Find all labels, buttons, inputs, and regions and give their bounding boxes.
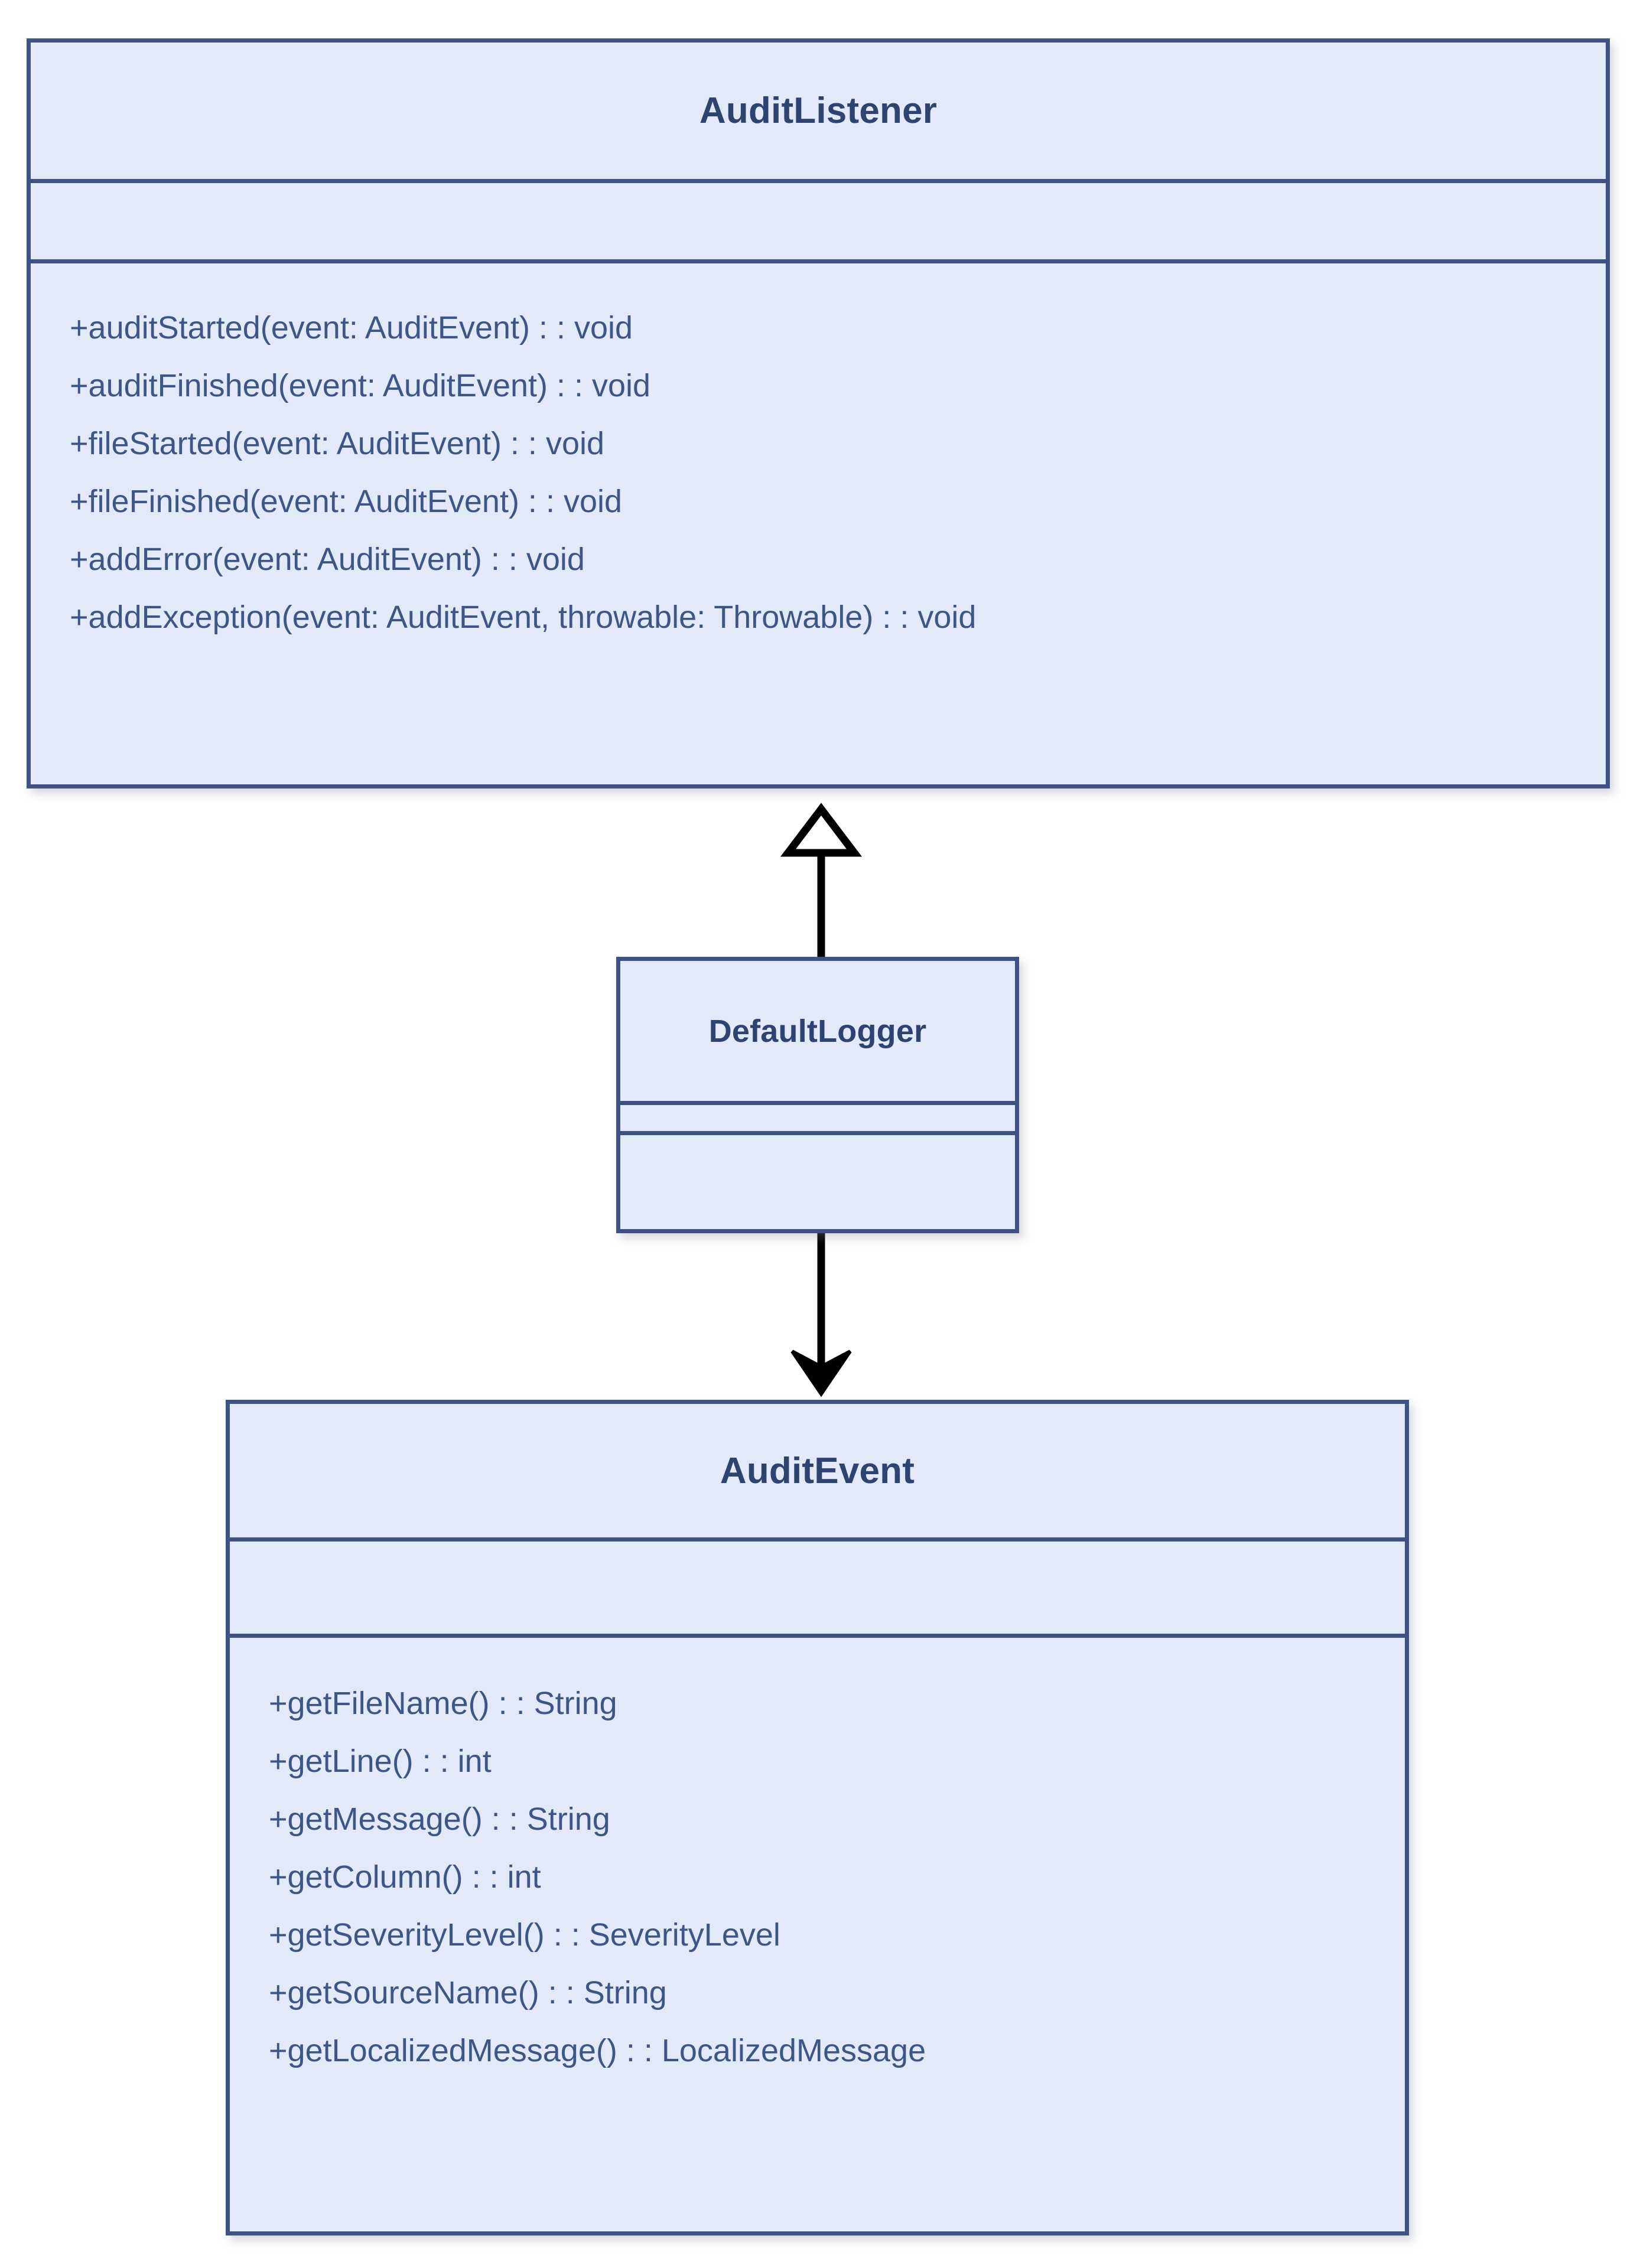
association-arrow-logger-to-event bbox=[790, 1233, 852, 1397]
method-row: +getFileName() : : String bbox=[269, 1686, 617, 1721]
generalization-arrow-logger-to-listener bbox=[780, 803, 863, 957]
method-row: +auditStarted(event: AuditEvent) : : voi… bbox=[70, 310, 633, 346]
method-row: +getMessage() : : String bbox=[269, 1801, 610, 1837]
uml-class-default-logger[interactable]: DefaultLogger bbox=[616, 957, 1019, 1233]
attributes-compartment-audit-event bbox=[230, 1537, 1405, 1634]
class-name-default-logger: DefaultLogger bbox=[708, 1013, 927, 1049]
uml-class-audit-listener[interactable]: AuditListener +auditStarted(event: Audit… bbox=[27, 38, 1610, 788]
method-row: +fileFinished(event: AuditEvent) : : voi… bbox=[70, 484, 623, 519]
method-row: +addException(event: AuditEvent, throwab… bbox=[70, 599, 977, 635]
method-row: +getSourceName() : : String bbox=[269, 1975, 667, 2010]
uml-class-audit-event[interactable]: AuditEvent +getFileName() : : String +ge… bbox=[226, 1400, 1409, 2236]
method-row: +addError(event: AuditEvent) : : void bbox=[70, 542, 585, 577]
attributes-compartment-audit-listener bbox=[31, 179, 1606, 259]
method-row: +getColumn() : : int bbox=[269, 1859, 541, 1895]
method-row: +getLine() : : int bbox=[269, 1744, 492, 1779]
method-row: +auditFinished(event: AuditEvent) : : vo… bbox=[70, 368, 651, 403]
class-name-audit-event: AuditEvent bbox=[720, 1450, 915, 1491]
class-name-audit-listener: AuditListener bbox=[699, 90, 938, 131]
methods-compartment-audit-listener: +auditStarted(event: AuditEvent) : : voi… bbox=[31, 259, 1606, 784]
attributes-compartment-default-logger bbox=[620, 1101, 1015, 1131]
method-row: +getSeverityLevel() : : SeverityLevel bbox=[269, 1917, 780, 1953]
method-row: +getLocalizedMessage() : : LocalizedMess… bbox=[269, 2033, 926, 2068]
method-row: +fileStarted(event: AuditEvent) : : void bbox=[70, 426, 605, 461]
methods-compartment-default-logger bbox=[620, 1131, 1015, 1229]
methods-compartment-audit-event: +getFileName() : : String +getLine() : :… bbox=[230, 1634, 1405, 2231]
